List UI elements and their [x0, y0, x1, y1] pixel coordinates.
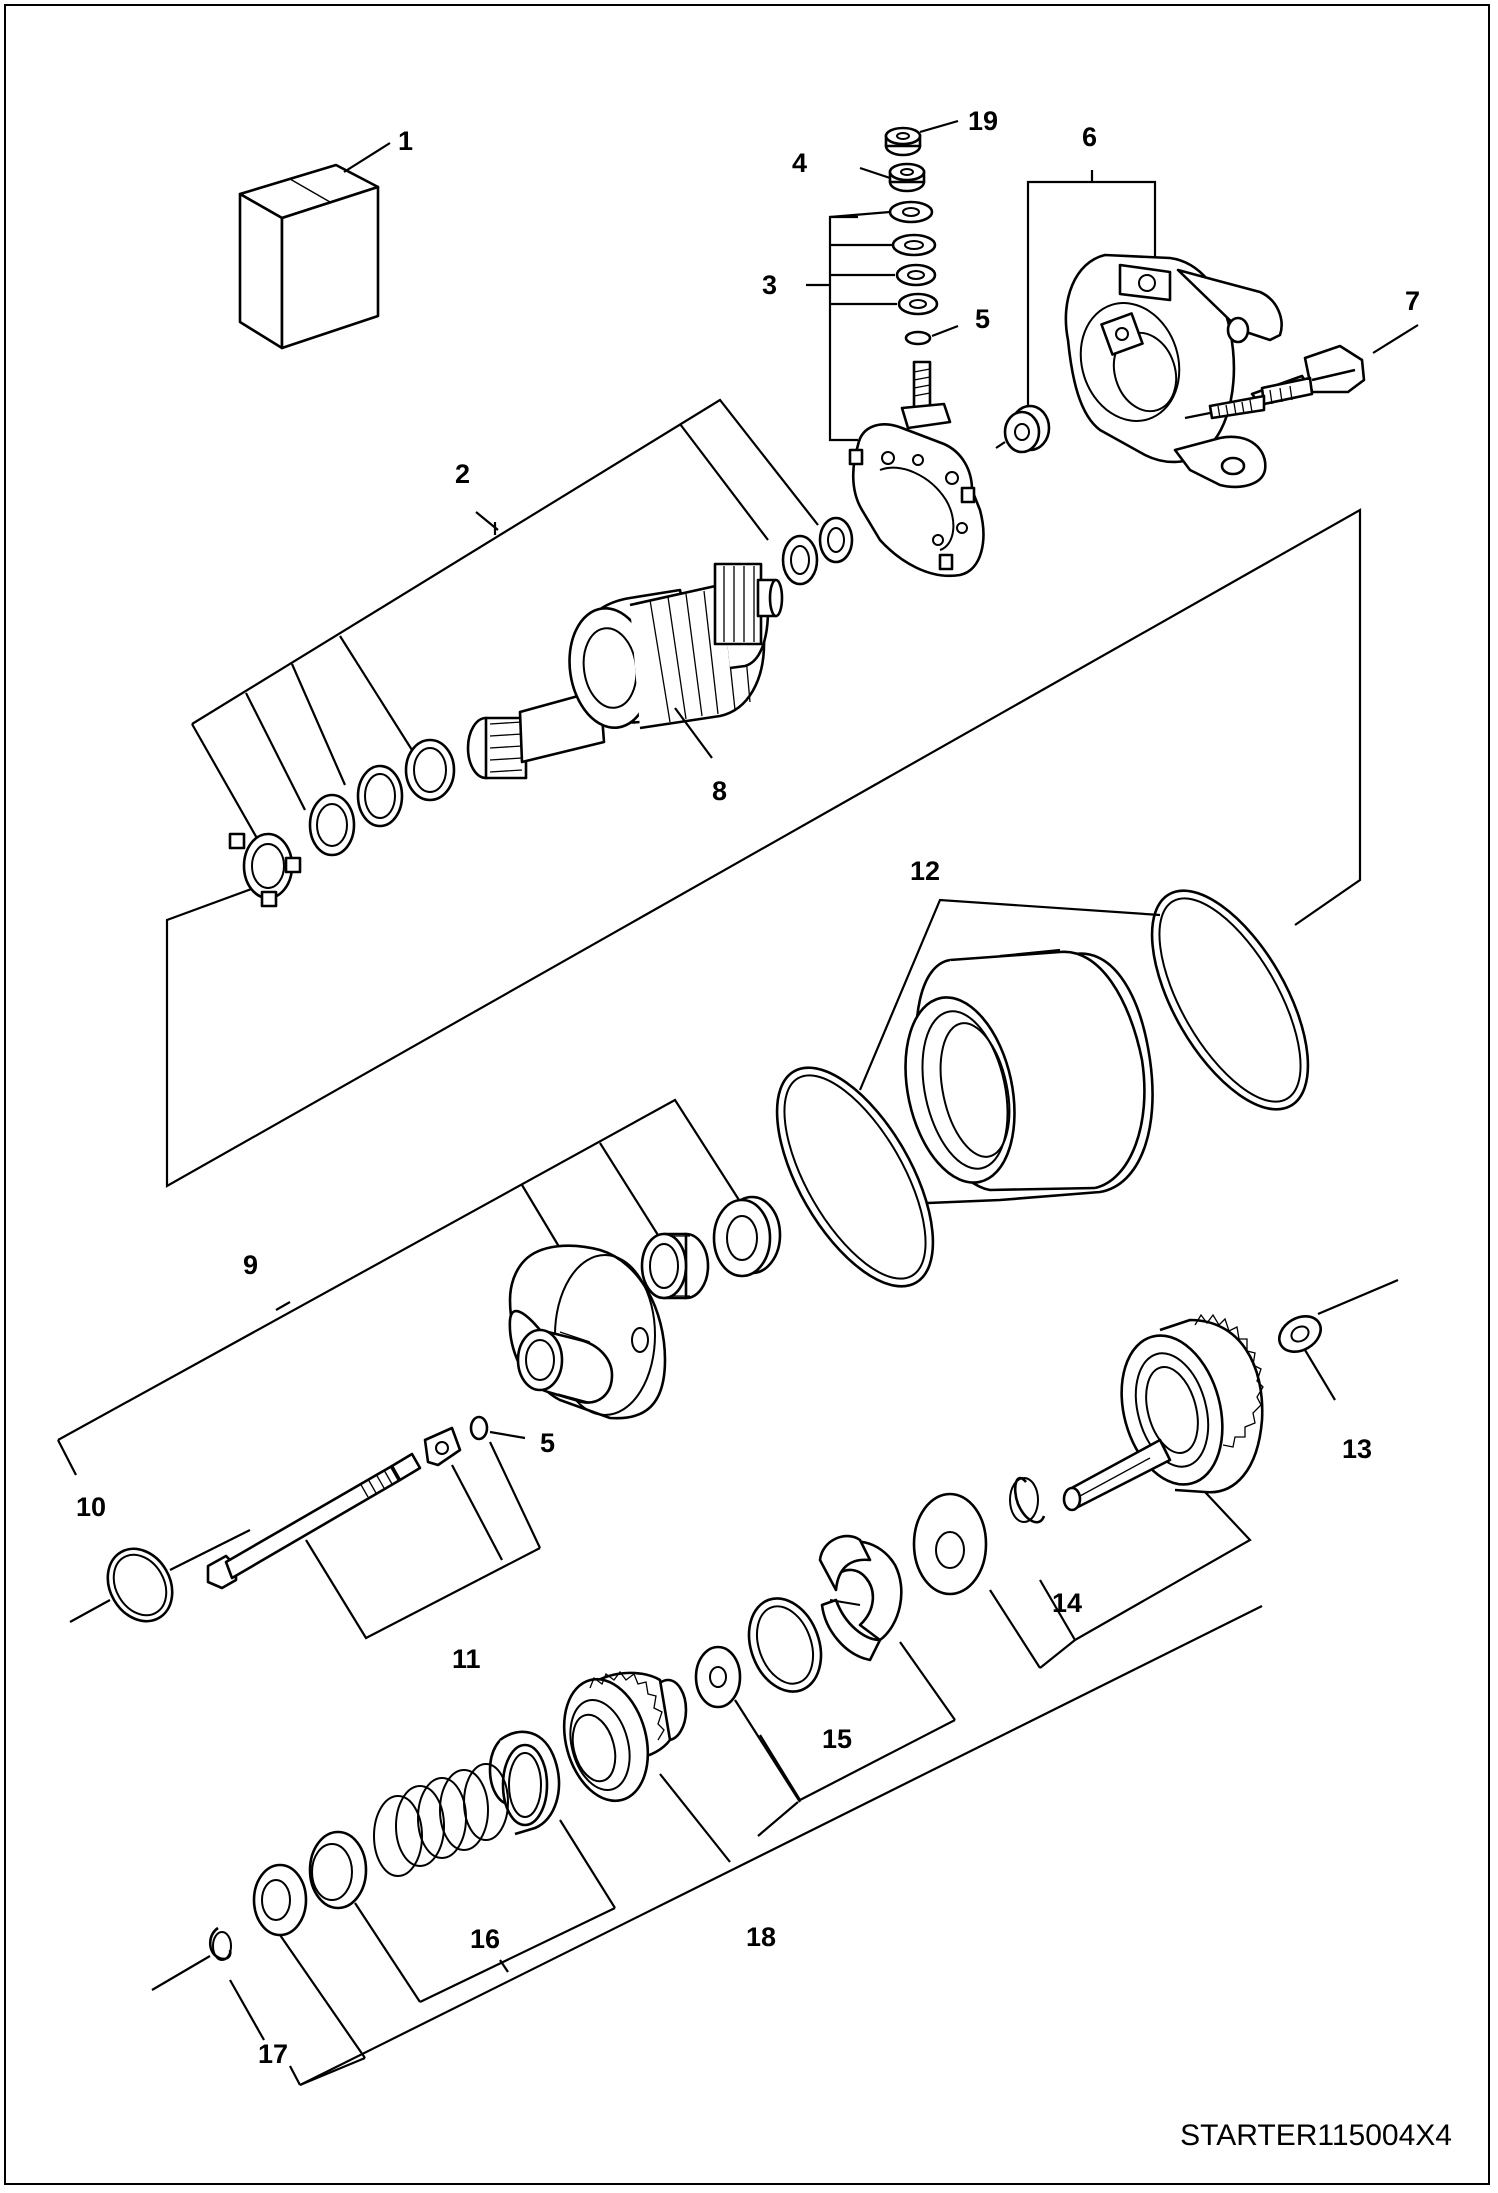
callout-19: 19: [968, 106, 998, 136]
callout-1: 1: [398, 126, 413, 156]
callout-15: 15: [822, 1724, 852, 1754]
callout-9: 9: [243, 1250, 258, 1280]
part-needle-bearing: [640, 1232, 710, 1300]
part-washer-small: [694, 1645, 742, 1709]
part-kit-box: [238, 142, 391, 350]
callout-11: 11: [452, 1644, 481, 1674]
callout-18: 18: [746, 1922, 776, 1952]
part-o-ring-large-left: [775, 1066, 935, 1288]
part-end-frame: [1064, 253, 1283, 489]
part-clutch-shoes: [818, 1534, 903, 1662]
part-bearing-outer: [712, 1195, 782, 1278]
part-o-ring-large-right: [1150, 889, 1310, 1111]
part-armature: [466, 562, 784, 780]
part-armature-washers-upper: [781, 516, 854, 586]
part-snap-ring-17: [151, 1926, 265, 2041]
part-bushing: [995, 404, 1051, 454]
callout-12: 12: [910, 856, 940, 886]
diagram-caption: STARTER115004X4: [1180, 2119, 1452, 2152]
diagram-frame: [4, 4, 1490, 2185]
part-spring-16: [373, 1763, 509, 1877]
callout-7: 7: [1405, 286, 1420, 316]
part-drive-housing: [508, 1244, 667, 1420]
leader-lines-armature: [165, 398, 1362, 1188]
callout-10: 10: [76, 1492, 106, 1522]
callout-labels: 1 2 3 4 5 5 6 7 8 9 10 11 12 13 14 15 16…: [76, 106, 1420, 2069]
part-armature-washers-lower: [228, 738, 456, 908]
callout-6: 6: [1082, 122, 1097, 152]
part-collar: [308, 1830, 421, 2003]
callout-2: 2: [455, 459, 470, 489]
part-pinion-18: [562, 1670, 731, 1863]
part-bolt-7: [1184, 324, 1419, 420]
part-through-bolt-11: [206, 1452, 422, 1590]
part-o-ring-10: [69, 1529, 251, 1623]
part-snap-ring-14: [1009, 1476, 1046, 1524]
callout-5-lower: 5: [540, 1428, 555, 1458]
leader-lines-11: [305, 1441, 541, 1640]
part-sleeve: [488, 1730, 616, 1909]
part-stop-ring: [252, 1863, 366, 2059]
callout-17: 17: [258, 2039, 288, 2069]
leader-lines-14-15: [734, 1491, 1252, 1837]
callout-4: 4: [792, 148, 807, 178]
part-plate-11: [423, 1426, 462, 1467]
callout-8: 8: [712, 776, 727, 806]
leader-lines-top: [806, 119, 1157, 442]
callout-3: 3: [762, 270, 777, 300]
part-ring-15: [747, 1597, 823, 1693]
part-thrust-washer: [912, 1492, 988, 1596]
part-o-ring-small-5b: [469, 1415, 526, 1441]
callout-14: 14: [1052, 1588, 1082, 1618]
part-brush-holder-assembly: [848, 126, 985, 578]
part-yoke: [879, 948, 1154, 1207]
callout-5-upper: 5: [975, 304, 990, 334]
leader-lines-16-18: [289, 1605, 1263, 2087]
part-gear-shaft: [1062, 1278, 1399, 1512]
leader-lines-12: [858, 898, 1161, 1091]
callout-16: 16: [470, 1924, 500, 1954]
callout-13: 13: [1342, 1434, 1372, 1464]
